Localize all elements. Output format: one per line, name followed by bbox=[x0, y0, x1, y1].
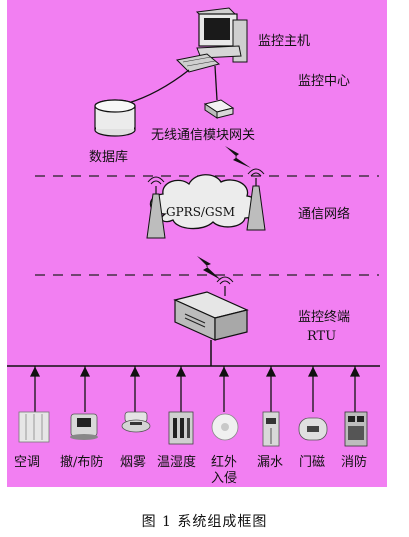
monitoring-center-label: 监控中心 bbox=[298, 74, 351, 89]
device-label-water-leak: 漏水 bbox=[257, 455, 284, 470]
device-label-temp-humidity: 温湿度 bbox=[157, 455, 197, 470]
device-label-infrared-line2: 入侵 bbox=[211, 471, 238, 486]
thermo-hygrometer-icon bbox=[168, 411, 194, 445]
database-label: 数据库 bbox=[89, 150, 129, 165]
arm-disarm-keypad-icon bbox=[70, 413, 98, 440]
gateway-module-icon bbox=[203, 99, 235, 119]
figure-caption: 图 1 系统组成框图 bbox=[141, 514, 268, 530]
network-label: 通信网络 bbox=[298, 207, 351, 222]
database-icon bbox=[94, 99, 136, 137]
host-label: 监控主机 bbox=[258, 34, 311, 49]
host-to-database-link bbox=[124, 69, 190, 105]
device-label-arm-disarm: 撤/布防 bbox=[60, 455, 104, 470]
device-label-air-conditioner: 空调 bbox=[14, 455, 41, 470]
fire-controller-icon bbox=[344, 411, 368, 447]
network-cloud-label: GPRS/GSM bbox=[166, 205, 236, 219]
water-leak-sensor-icon bbox=[262, 411, 280, 447]
system-diagram: 监控主机 监控中心 数据库 无线通信模块网关 GPRS/GSM 通信网络 监控终… bbox=[7, 0, 387, 487]
air-conditioner-icon bbox=[18, 411, 50, 443]
device-label-fire: 消防 bbox=[341, 455, 368, 470]
antenna-tower-left-icon bbox=[146, 176, 166, 239]
door-magnet-icon bbox=[298, 417, 328, 441]
device-arrows bbox=[29, 366, 361, 412]
cloud-icon bbox=[149, 174, 259, 230]
antenna-tower-right-icon bbox=[246, 168, 266, 231]
computer-icon bbox=[175, 7, 248, 73]
device-label-door-magnet: 门磁 bbox=[299, 455, 326, 470]
wireless-link-icon-lower bbox=[197, 256, 221, 280]
terminal-label: 监控终端 bbox=[298, 310, 351, 325]
host-to-gateway-link bbox=[214, 65, 218, 101]
device-label-smoke: 烟雾 bbox=[120, 455, 147, 470]
infrared-sensor-icon bbox=[211, 413, 239, 441]
diagram-graphics bbox=[7, 7, 380, 447]
smoke-detector-icon bbox=[121, 411, 151, 433]
gateway-label: 无线通信模块网关 bbox=[151, 128, 256, 143]
rtu-label: RTU bbox=[307, 329, 337, 344]
rtu-icon bbox=[173, 276, 249, 341]
wireless-link-icon-upper bbox=[225, 146, 251, 168]
device-label-infrared: 红外 bbox=[211, 455, 238, 470]
